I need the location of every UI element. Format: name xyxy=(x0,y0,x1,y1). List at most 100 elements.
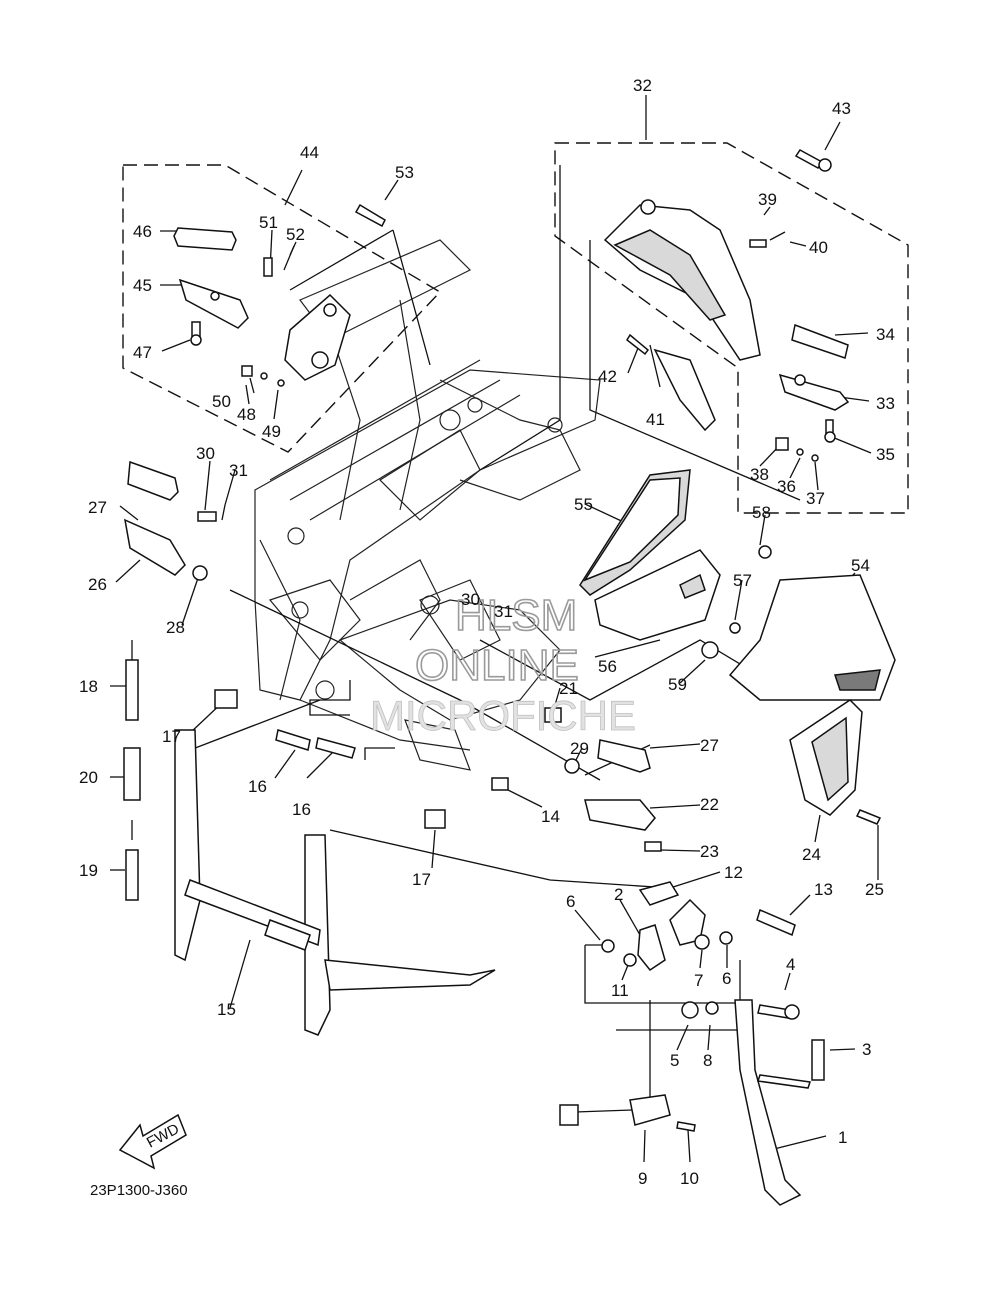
damper-21 xyxy=(544,707,562,723)
rear-footrest-33 xyxy=(778,373,850,411)
callout-42: 42 xyxy=(598,367,617,386)
watermark-line1: HLSM xyxy=(455,591,577,640)
callout-labels: 1 2 3 4 5 6 6 7 8 9 10 11 12 13 14 15 16… xyxy=(79,76,895,1188)
spring-19 xyxy=(125,820,139,901)
grommets-57-58-59 xyxy=(701,545,772,659)
collar-17-center xyxy=(424,809,446,829)
callout-33: 33 xyxy=(876,394,895,413)
callout-8: 8 xyxy=(703,1051,712,1070)
callout-48: 48 xyxy=(237,405,256,424)
callout-56: 56 xyxy=(598,657,617,676)
collar-14 xyxy=(491,777,509,791)
callout-18: 18 xyxy=(79,677,98,696)
watermark-line3: MICROFICHE xyxy=(370,692,636,739)
nut-5-washer-8 xyxy=(681,1001,719,1019)
callout-28: 28 xyxy=(166,618,185,637)
callout-27-b: 27 xyxy=(700,736,719,755)
callout-39: 39 xyxy=(758,190,777,209)
pin-52 xyxy=(283,245,295,271)
bolt-16-b xyxy=(315,737,356,759)
bolt-35 xyxy=(824,419,836,443)
callout-17-a: 17 xyxy=(162,727,181,746)
plate-12 xyxy=(638,881,680,906)
callout-26: 26 xyxy=(88,575,107,594)
spring-3 xyxy=(811,1039,825,1081)
bolt-25 xyxy=(855,809,882,825)
footrest-bracket-45 xyxy=(178,278,249,329)
washers-48-49-50 xyxy=(241,365,285,387)
callout-49: 49 xyxy=(262,422,281,441)
callout-4: 4 xyxy=(786,955,795,974)
center-stand-15 xyxy=(174,729,496,1036)
footpeg-26-left xyxy=(124,518,186,576)
side-cover-55 xyxy=(579,469,691,596)
spring-28 xyxy=(192,565,208,581)
fwd-arrow-icon: FWD xyxy=(118,1113,187,1170)
callout-5: 5 xyxy=(670,1051,679,1070)
callout-51: 51 xyxy=(259,213,278,232)
sidestand-bracket-2 xyxy=(637,924,666,972)
callout-50: 50 xyxy=(212,392,231,411)
callout-47: 47 xyxy=(133,343,152,362)
footpeg-rubber-27-left xyxy=(127,460,179,501)
callout-58: 58 xyxy=(752,503,771,522)
callout-43: 43 xyxy=(832,99,851,118)
footrest-holder-53-assy xyxy=(284,293,351,381)
callout-52: 52 xyxy=(286,225,305,244)
callout-41: 41 xyxy=(646,410,665,429)
callout-53: 53 xyxy=(395,163,414,182)
bolt-16-a xyxy=(275,729,311,751)
side-cover-54 xyxy=(728,574,896,701)
callout-32: 32 xyxy=(633,76,652,95)
bolt-43 xyxy=(794,149,832,172)
callout-31-b: 31 xyxy=(494,602,513,621)
callout-21: 21 xyxy=(559,679,578,698)
callout-30-b: 30 xyxy=(461,590,480,609)
callout-7: 7 xyxy=(694,971,703,990)
footpeg-22-right xyxy=(584,799,656,831)
sidestand-1 xyxy=(734,999,811,1206)
callout-23: 23 xyxy=(700,842,719,861)
callout-1: 1 xyxy=(838,1128,847,1147)
callout-27-a: 27 xyxy=(88,498,107,517)
callout-15: 15 xyxy=(217,1000,236,1019)
pin-39-40 xyxy=(749,231,786,248)
callout-36: 36 xyxy=(777,477,796,496)
washers-36-37-38 xyxy=(775,437,819,462)
pipe-20 xyxy=(123,747,141,801)
rear-footrest-rubber-34 xyxy=(791,323,849,359)
callout-44: 44 xyxy=(300,143,319,162)
heat-guard-41 xyxy=(653,348,716,432)
pin-30-31 xyxy=(197,504,226,522)
callout-37: 37 xyxy=(806,489,825,508)
assembly-group-44-outline xyxy=(122,164,442,453)
callout-29: 29 xyxy=(570,739,589,758)
footrest-rubber-46 xyxy=(173,227,237,251)
callout-6-a: 6 xyxy=(566,892,575,911)
callout-16-b: 16 xyxy=(292,800,311,819)
callout-11: 11 xyxy=(611,981,629,1000)
spring-18 xyxy=(125,640,139,721)
bolt-42 xyxy=(626,333,650,356)
callout-9: 9 xyxy=(638,1169,647,1188)
pin-23 xyxy=(644,841,662,852)
callout-35: 35 xyxy=(876,445,895,464)
callout-40: 40 xyxy=(809,238,828,257)
callout-3: 3 xyxy=(862,1040,871,1059)
callout-25: 25 xyxy=(865,880,884,899)
bolt-47 xyxy=(190,321,202,346)
rear-footrest-bracket-32 xyxy=(603,199,761,361)
leader-lines xyxy=(110,95,879,1163)
callout-46: 46 xyxy=(133,222,152,241)
washers-6-7-11 xyxy=(601,931,733,967)
callout-31-a: 31 xyxy=(229,461,248,480)
callout-14: 14 xyxy=(541,807,560,826)
guard-24 xyxy=(789,699,863,816)
side-cover-56 xyxy=(594,549,721,641)
callout-45: 45 xyxy=(133,276,152,295)
screw-10 xyxy=(676,1121,696,1132)
callout-59: 59 xyxy=(668,675,687,694)
callout-20: 20 xyxy=(79,768,98,787)
callout-6-b: 6 xyxy=(722,969,731,988)
